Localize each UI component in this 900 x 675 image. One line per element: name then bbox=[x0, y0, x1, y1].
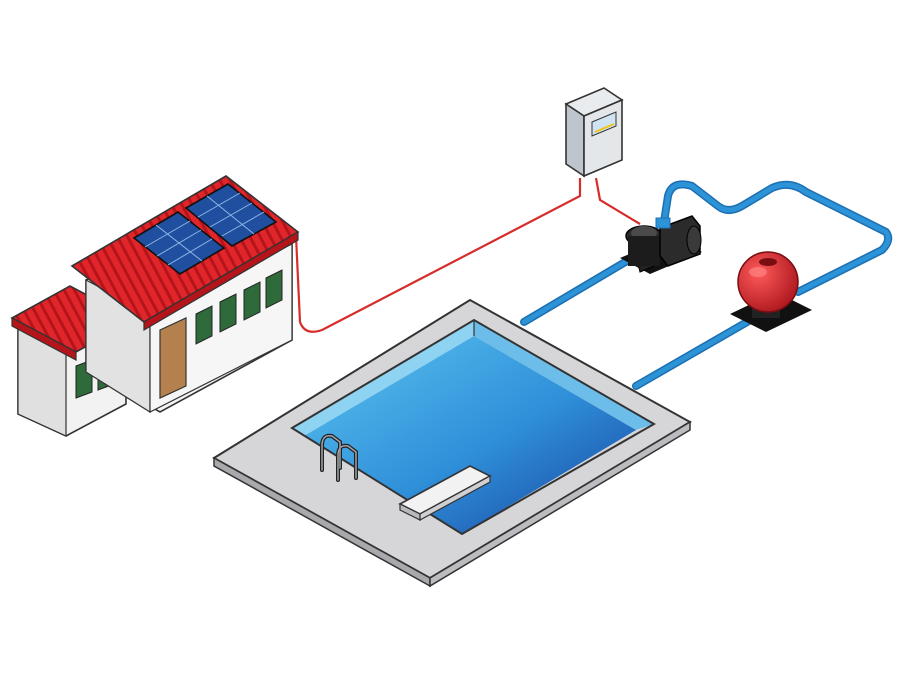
electric-wire-house-to-controller bbox=[294, 178, 582, 333]
water-pipe-pool-to-pump bbox=[520, 254, 636, 326]
electric-wire-controller-to-pump bbox=[594, 177, 641, 225]
solar-panel-icon bbox=[132, 211, 226, 275]
sand-filter-icon bbox=[730, 251, 812, 332]
water-pipe-pump-to-filter bbox=[660, 180, 893, 296]
pool-ladder-icon bbox=[320, 433, 358, 482]
controller-box-icon bbox=[564, 87, 624, 178]
swimming-pool-icon bbox=[212, 298, 693, 588]
diving-board-icon bbox=[398, 465, 492, 522]
water-pipe-filter-to-pool bbox=[632, 314, 758, 390]
solar-panel-icon bbox=[184, 183, 278, 247]
water-pump-icon bbox=[620, 215, 702, 274]
